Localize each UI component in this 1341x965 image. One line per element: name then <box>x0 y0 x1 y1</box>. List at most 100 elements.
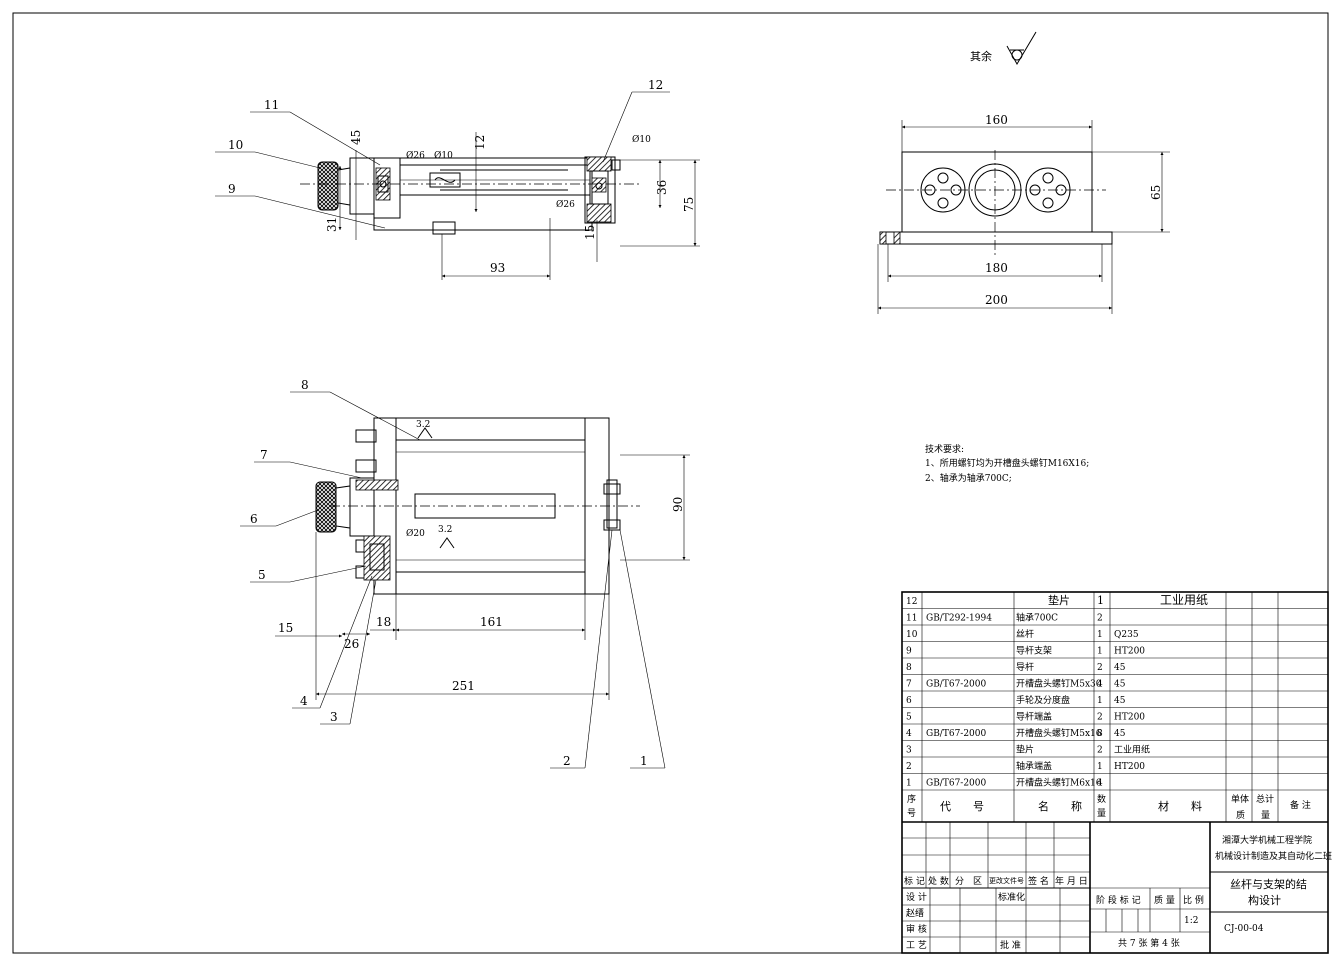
surface-finish-symbol: 其余 <box>970 31 1037 66</box>
dim-15-top: 15 <box>583 225 597 240</box>
bom-row-no: 10 <box>906 630 918 640</box>
bom-row-code: GB/T67-2000 <box>926 779 987 789</box>
dim-12: 12 <box>473 135 487 150</box>
dim-36: 36 <box>655 180 669 195</box>
bom-header-code: 代 号 <box>940 800 984 813</box>
top-view: Ø26 Ø10 Ø10 Ø26 45 31 12 36 75 93 15 11 … <box>215 78 700 280</box>
bom-header-total-2: 量 <box>1261 810 1270 821</box>
title-block: 标 记 处 数 分 区 更改文件号 签 名 年 月 日 设 计 标准化 赵缙 审… <box>902 821 1332 953</box>
bom-row-qty: 2 <box>1097 713 1103 723</box>
bom-row-name: 导杆 <box>1016 661 1034 673</box>
bom-row-code: GB/T67-2000 <box>926 729 987 739</box>
bom-row-code: GB/T67-2000 <box>926 680 987 690</box>
dim-75: 75 <box>682 197 696 212</box>
technical-requirements: 技术要求: 1、所用螺钉均为开槽盘头螺钉M16X16; 2、轴承为轴承700C; <box>925 443 1089 484</box>
bom-header-total-1: 总计 <box>1256 793 1274 805</box>
tb-process: 工 艺 <box>906 940 927 951</box>
tb-sheets: 共 7 张 第 4 张 <box>1118 937 1180 949</box>
dim-90: 90 <box>671 497 685 512</box>
bom-row-qty: 1 <box>1097 647 1103 657</box>
bom-row-name: 导杆端盖 <box>1016 711 1052 723</box>
handwheel-front-knurl <box>315 481 337 533</box>
bom-row-material: HT200 <box>1114 713 1145 723</box>
dim-161: 161 <box>480 615 503 629</box>
bom-row-qty: 1 <box>1097 762 1103 772</box>
fit-d10-right: Ø10 <box>632 134 651 145</box>
tb-stage-mark: 阶 段 标 记 <box>1096 894 1141 906</box>
dim-31: 31 <box>325 217 339 232</box>
bom-header-unit-1: 单体 <box>1231 793 1249 805</box>
bom-row-code: GB/T292-1994 <box>926 614 992 624</box>
bom-row-no: 2 <box>906 762 912 772</box>
bom-row-material: 45 <box>1114 729 1126 739</box>
dim-93: 93 <box>490 261 505 275</box>
dim-18: 18 <box>376 615 391 629</box>
balloon-8: 8 <box>301 378 309 392</box>
fit-d26-right: Ø26 <box>556 199 575 210</box>
bom-row-qty: 1 <box>1097 696 1103 706</box>
bom-row-qty: 1 <box>1097 594 1104 607</box>
bom-header-qty-1: 数 <box>1097 793 1106 805</box>
bom-header-material: 材 料 <box>1158 799 1202 813</box>
tb-class: 机械设计制造及其自动化二班 <box>1215 850 1332 862</box>
bom-row-name: 轴承700C <box>1016 612 1058 624</box>
dim-15-bottom: 15 <box>278 621 293 635</box>
balloon-6: 6 <box>250 512 258 526</box>
tb-design: 设 计 <box>906 891 927 903</box>
bom-header-remark: 备 注 <box>1290 799 1311 811</box>
tb-standard: 标准化 <box>998 891 1025 903</box>
balloon-7: 7 <box>260 448 268 462</box>
bom-row-material: 工业用纸 <box>1160 593 1208 607</box>
tb-ratio: 比 例 <box>1183 894 1204 906</box>
balloon-11: 11 <box>264 98 279 112</box>
bom-row-name: 丝杆 <box>1016 628 1034 640</box>
balloon-3: 3 <box>330 710 338 724</box>
bom-row-material: HT200 <box>1114 647 1145 657</box>
bom-row-material: Q235 <box>1114 630 1139 640</box>
bom-row-no: 4 <box>906 729 912 739</box>
bom-row-material: 45 <box>1114 696 1126 706</box>
bom-row-material: HT200 <box>1114 762 1145 772</box>
bom-row-name: 轴承端盖 <box>1016 760 1052 772</box>
tb-change-doc: 更改文件号 <box>989 876 1024 885</box>
bom-row-no: 11 <box>906 614 917 624</box>
dim-180: 180 <box>985 261 1008 275</box>
bom-row-no: 3 <box>906 746 912 756</box>
handwheel-knurl <box>317 161 339 211</box>
bom-row-qty: 4 <box>1097 680 1103 690</box>
bom-row-no: 8 <box>906 663 912 673</box>
tb-check: 审 核 <box>906 923 927 935</box>
tb-date: 年 月 日 <box>1055 875 1088 887</box>
dim-160: 160 <box>985 113 1008 127</box>
tech-note-2: 2、轴承为轴承700C; <box>925 472 1012 484</box>
dim-26: 26 <box>344 637 359 651</box>
bom-row-name: 开槽盘头螺钉M6x16 <box>1016 777 1102 789</box>
bom-row-no: 12 <box>906 597 917 607</box>
bom-row-name: 开槽盘头螺钉M5x30 <box>1016 678 1102 690</box>
bom-header-unit-2: 质 <box>1236 809 1245 821</box>
balloon-1: 1 <box>640 754 648 768</box>
balloon-5: 5 <box>258 568 266 582</box>
fit-d20: Ø20 <box>406 528 425 539</box>
bom-row-no: 5 <box>906 713 912 723</box>
bom-row-name: 导杆支架 <box>1016 645 1052 657</box>
bom-row-name: 垫片 <box>1016 744 1034 756</box>
tb-title-2: 构设计 <box>1248 893 1281 907</box>
front-view: 3.2 3.2 Ø20 90 251 161 18 26 15 8 7 6 5 <box>240 378 690 769</box>
tb-title-1: 丝杆与支架的结 <box>1230 877 1307 891</box>
bom-row-no: 9 <box>906 647 912 657</box>
fit-d26-top: Ø26 <box>406 150 425 161</box>
tb-weight: 质 量 <box>1154 894 1175 906</box>
balloon-10: 10 <box>228 138 243 152</box>
balloon-4: 4 <box>300 694 308 708</box>
bom-row-qty: 2 <box>1097 746 1103 756</box>
end-view: 160 65 180 200 <box>877 113 1170 314</box>
balloon-2: 2 <box>563 754 571 768</box>
bom-header-qty-2: 量 <box>1097 808 1106 819</box>
dim-65: 65 <box>1149 185 1163 200</box>
surface-finish-label: 其余 <box>970 49 992 63</box>
dim-200: 200 <box>985 293 1008 307</box>
tb-school: 湘潭大学机械工程学院 <box>1222 834 1312 846</box>
bom-header-no-2: 号 <box>907 808 916 819</box>
